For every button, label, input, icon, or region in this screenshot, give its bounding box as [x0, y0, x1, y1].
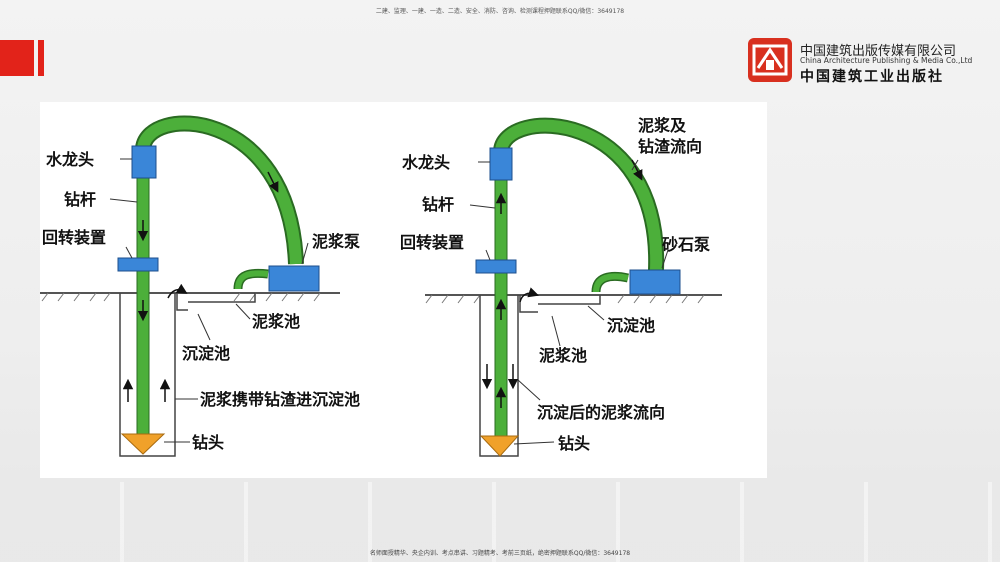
left-label-swivel: 水龙头 [46, 150, 94, 169]
right-settling-pit-outline [538, 295, 601, 305]
left-borehole [119, 293, 176, 457]
accent-bar-thin [38, 40, 44, 76]
right-ground-hatch [425, 294, 705, 304]
right-rotary-device [475, 259, 517, 274]
right-drill-bit [479, 435, 520, 457]
left-label-rotary: 回转装置 [42, 228, 106, 247]
left-drill-bit [120, 433, 166, 455]
left-mud-hose [135, 115, 304, 265]
right-label-drill-bit: 钻头 [558, 434, 590, 453]
left-label-carry-note: 泥浆携带钻渣进沉淀池 [200, 390, 360, 409]
right-label-flow-line1: 泥浆及 [638, 116, 687, 135]
left-ground-hatch [41, 292, 321, 302]
right-label-settling-pit: 沉淀池 [607, 316, 655, 335]
publisher-name-en: China Architecture Publishing & Media Co… [800, 56, 973, 65]
right-label-after-settle: 沉淀后的泥浆流向 [537, 403, 665, 422]
publisher-name-cn: 中国建筑出版传媒有限公司 [800, 44, 957, 59]
right-sand-pump [629, 269, 681, 295]
left-label-mud-pump: 泥浆泵 [312, 232, 360, 251]
left-label-settling-pit: 沉淀池 [182, 344, 230, 363]
footer-note: 名师面授精华、央企内训、考点串讲、习题精考、考前三页纸，绝密押题联系QQ/微信：… [369, 550, 631, 557]
left-label-drill-bit: 钻头 [192, 433, 224, 452]
publisher-name-script: 中国建筑工业出版社 [800, 69, 944, 85]
diagram-panel: 水龙头 钻杆 回转装置 泥浆泵 泥浆池 沉淀池 泥浆携带钻渣进沉淀池 钻头 [40, 102, 767, 478]
right-label-flow-line2: 钻渣流向 [638, 137, 702, 156]
accent-bar [0, 40, 34, 76]
right-label-rotary: 回转装置 [400, 233, 464, 252]
right-suction-hose [493, 117, 665, 271]
left-swivel [131, 145, 157, 179]
left-label-drill-rod: 钻杆 [64, 190, 96, 209]
left-label-mud-pit: 泥浆池 [252, 312, 300, 331]
right-swivel [489, 147, 513, 181]
right-label-sand-pump: 砂石泵 [662, 235, 710, 254]
publisher-logo-icon [748, 38, 792, 82]
right-label-drill-rod: 钻杆 [422, 195, 454, 214]
right-label-swivel: 水龙头 [402, 153, 450, 172]
right-borehole [479, 295, 519, 457]
left-mud-pump [268, 265, 320, 292]
left-rotary-device [117, 257, 159, 272]
floor-background [0, 482, 1000, 562]
left-mud-pit-outline [188, 293, 256, 303]
left-diagram: 水龙头 钻杆 回转装置 泥浆泵 泥浆池 沉淀池 泥浆携带钻渣进沉淀池 钻头 [40, 115, 360, 457]
right-diagram: 水龙头 钻杆 回转装置 泥浆及 钻渣流向 砂石泵 沉淀池 泥浆池 沉淀后的泥浆流… [400, 116, 722, 457]
right-label-mud-pit: 泥浆池 [539, 346, 587, 365]
left-settling-pit-outline [176, 293, 188, 311]
header-note: 二建、监理、一建、一造、二造、安全、消防、咨询、检测课程押题联系QQ/微信：36… [375, 8, 625, 15]
